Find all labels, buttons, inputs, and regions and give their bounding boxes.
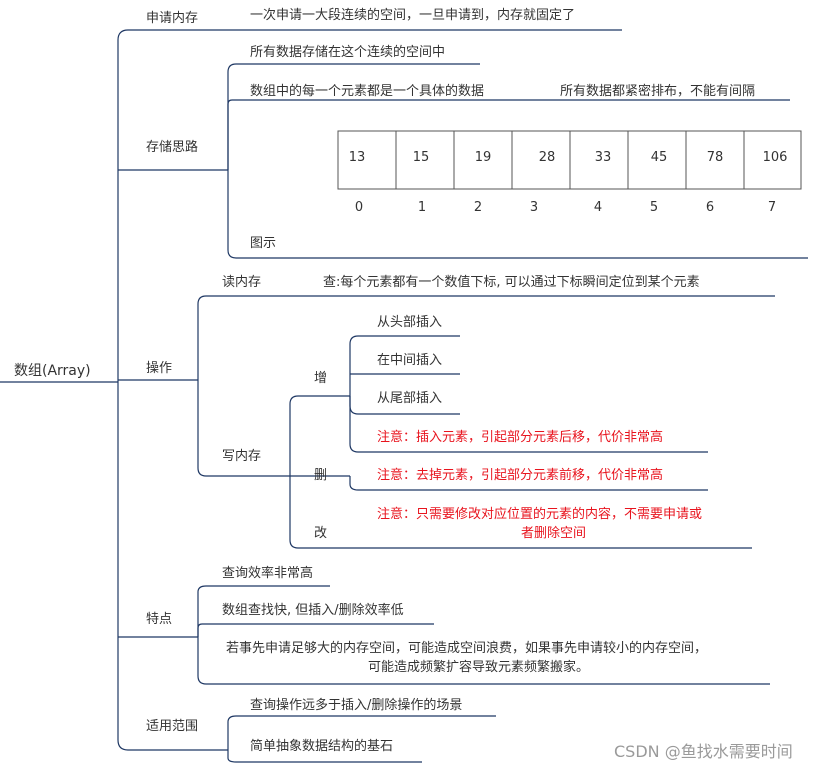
write-del-label: 删 [314, 468, 328, 483]
branch-ops-label: 操作 [146, 361, 173, 376]
branch-features-label: 特点 [146, 612, 173, 627]
add-item-tail: 从尾部插入 [377, 391, 443, 406]
ops-write-label: 写内存 [222, 449, 262, 464]
array-cell: 19 [474, 150, 492, 165]
mod-note-line2: 者删除空间 [521, 526, 587, 541]
array-cell: 13 [348, 150, 366, 165]
write-add-label: 增 [314, 371, 328, 386]
root-node: 数组(Array) [14, 363, 91, 379]
features-item-1: 查询效率非常高 [222, 566, 314, 581]
storage-item-1: 所有数据存储在这个连续的空间中 [250, 45, 446, 60]
branch-usage-label: 适用范围 [146, 719, 199, 734]
features-item-2: 数组查找快, 但插入/删除效率低 [222, 603, 404, 618]
array-cell: 45 [650, 150, 668, 165]
array-index: 1 [417, 200, 427, 215]
storage-item-3: 所有数据都紧密排布，不能有间隔 [560, 84, 756, 99]
array-index: 7 [767, 200, 777, 215]
array-cell: 15 [412, 150, 430, 165]
branch-storage-label: 存储思路 [146, 140, 199, 155]
branch-alloc-label: 申请内存 [146, 11, 199, 26]
ops-read-label: 读内存 [222, 275, 262, 290]
array-index: 4 [593, 200, 603, 215]
features-long-line1: 若事先申请足够大的内存空间，可能造成空间浪费，如果事先申请较小的内存空间， [226, 641, 708, 656]
watermark: CSDN @鱼找水需要时间 [614, 742, 793, 761]
array-cell: 28 [538, 150, 556, 165]
array-index: 6 [705, 200, 715, 215]
ops-read-detail: 查:每个元素都有一个数值下标, 可以通过下标瞬间定位到某个元素 [323, 275, 700, 290]
write-mod-label: 改 [314, 526, 328, 541]
array-cell: 106 [762, 150, 788, 165]
array-cell: 78 [706, 150, 724, 165]
alloc-detail: 一次申请一大段连续的空间，一旦申请到，内存就固定了 [250, 8, 576, 23]
array-index: 3 [529, 200, 539, 215]
mod-note-line1: 注意：只需要修改对应位置的元素的内容，不需要申请或 [377, 507, 703, 522]
storage-item-2: 数组中的每一个元素都是一个具体的数据 [250, 84, 485, 99]
add-item-middle: 在中间插入 [377, 353, 443, 368]
del-note: 注意：去掉元素，引起部分元素前移，代价非常高 [377, 468, 664, 483]
usage-item-1: 查询操作远多于插入/删除操作的场景 [250, 698, 463, 713]
usage-item-2: 简单抽象数据结构的基石 [250, 739, 394, 754]
array-figure-boxes [337, 130, 802, 190]
add-item-head: 从头部插入 [377, 315, 443, 330]
array-index: 5 [649, 200, 659, 215]
add-note: 注意：插入元素，引起部分元素后移，代价非常高 [377, 430, 664, 445]
array-cell: 33 [594, 150, 612, 165]
storage-figure-label: 图示 [250, 236, 277, 251]
array-index: 0 [354, 200, 364, 215]
features-long-line2: 可能造成频繁扩容导致元素频繁搬家。 [368, 660, 590, 675]
array-index: 2 [473, 200, 483, 215]
